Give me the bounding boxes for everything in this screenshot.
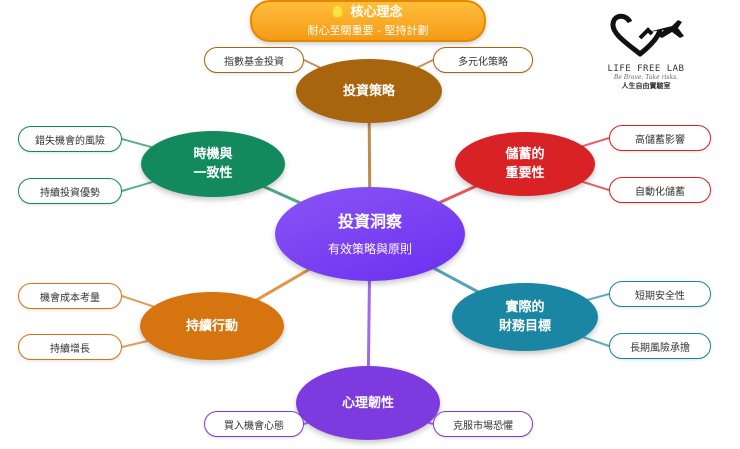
leaf-high-savings: 高儲蓄影響 (609, 125, 711, 151)
leaf-short-term-safety: 短期安全性 (609, 281, 711, 307)
center-subtitle: 有效策略與原則 (327, 241, 412, 256)
branch-title: 儲蓄的 重要性 (505, 147, 545, 181)
branch-title: 實際的 財務目標 (498, 300, 551, 334)
center-title: 投資洞察 (337, 211, 402, 231)
leaf-continuous-investing: 持續投資優勢 (18, 178, 122, 204)
branch-node-strategy: 投資策略 (296, 59, 442, 123)
leaf-diversification: 多元化策略 (433, 47, 533, 73)
branch-title: 投資策略 (342, 83, 395, 99)
core-subtitle: 耐心至關重要 - 堅持計劃 (307, 24, 429, 37)
logo-tagline: Be Brave. Take risks. (613, 74, 679, 81)
branch-title: 心理韌性 (341, 395, 394, 411)
branch-node-savings: 儲蓄的 重要性 (455, 132, 595, 196)
core-title: 核心理念 (350, 5, 403, 20)
leaf-buy-opportunity: 買入機會心態 (204, 411, 304, 437)
lightbulb-icon (333, 6, 343, 17)
leaf-missed-opportunity: 錯失機會的風險 (18, 126, 122, 152)
branch-node-action: 持續行動 (140, 292, 284, 360)
branch-node-timing: 時機與 一致性 (141, 131, 285, 197)
branch-title: 時機與 一致性 (193, 147, 233, 181)
center-node: 投資洞察 有效策略與原則 (275, 187, 465, 281)
leaf-opportunity-cost: 機會成本考量 (18, 283, 122, 309)
branch-node-resilience: 心理韌性 (296, 366, 440, 440)
leaf-overcome-fear: 克服市場恐懼 (433, 411, 533, 437)
leaf-index-fund: 指數基金投資 (204, 47, 304, 73)
logo-brand: LIFE FREE LAB (607, 64, 685, 74)
leaf-auto-savings: 自動化儲蓄 (609, 177, 711, 203)
leaf-continuous-growth: 持續增長 (18, 334, 122, 360)
life-free-lab-logo: LIFE FREE LAB Be Brave. Take risks. 人生自由… (598, 8, 694, 98)
logo-chinese: 人生自由實驗室 (621, 82, 671, 90)
leaf-long-term-risk: 長期風險承擔 (609, 333, 711, 359)
branch-title: 持續行動 (185, 318, 238, 334)
branch-node-goals: 實際的 財務目標 (452, 283, 598, 351)
core-principle-banner: 核心理念 耐心至關重要 - 堅持計劃 (250, 0, 486, 42)
heart-plane-icon (610, 13, 684, 57)
